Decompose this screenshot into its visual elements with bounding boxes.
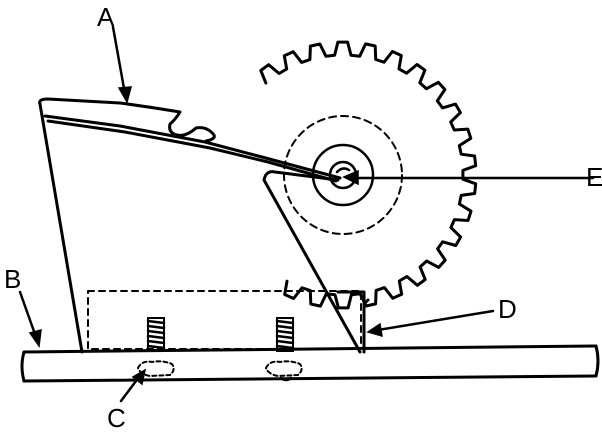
- screw-left: [146, 317, 166, 352]
- base-board-bottom: [22, 374, 598, 383]
- top-plate: [38, 97, 216, 143]
- label-e: E: [586, 162, 602, 192]
- gear-hub-dashed-circle: [283, 115, 403, 235]
- gear-inner-ring: [311, 143, 375, 207]
- label-d: D: [498, 294, 517, 324]
- leader-c: [119, 375, 141, 403]
- leader-lines: [18, 25, 595, 403]
- bracket-left-wall: [38, 102, 84, 354]
- bracket-right-plate: [262, 170, 362, 354]
- leader-d: [376, 309, 495, 332]
- screw-right: [275, 317, 295, 352]
- leader-b: [18, 290, 38, 339]
- arrowhead-c: [131, 368, 147, 386]
- lever-blade: [43, 114, 342, 180]
- nut-recess-right: [265, 360, 303, 377]
- lever-blade-lower: [46, 119, 338, 183]
- screw-right-shank: [276, 317, 294, 352]
- gear-teeth-outline: [259, 40, 478, 310]
- leader-a: [111, 25, 127, 96]
- label-c: C: [107, 403, 126, 433]
- base-board-left-edge: [20, 350, 26, 383]
- bracket-body: [38, 97, 370, 354]
- axle-slot: [335, 167, 351, 174]
- base-board-right-edge: [594, 344, 600, 378]
- base-board-top: [22, 344, 598, 354]
- arrowhead-d: [366, 322, 383, 338]
- nut-right-mark: [279, 376, 293, 382]
- label-a: A: [97, 2, 115, 32]
- gear-edge-tick: [362, 298, 370, 306]
- label-b: B: [4, 264, 21, 294]
- screw-left-thread: [146, 319, 166, 350]
- arrowhead-b: [28, 328, 42, 349]
- screw-right-thread: [275, 319, 295, 350]
- nut-recess-left: [137, 360, 175, 377]
- arrowhead-e: [342, 169, 359, 186]
- base-block-dashed: [87, 290, 362, 350]
- base-board: [20, 344, 600, 383]
- base-block-face: [336, 290, 366, 354]
- arrowhead-a: [117, 86, 132, 104]
